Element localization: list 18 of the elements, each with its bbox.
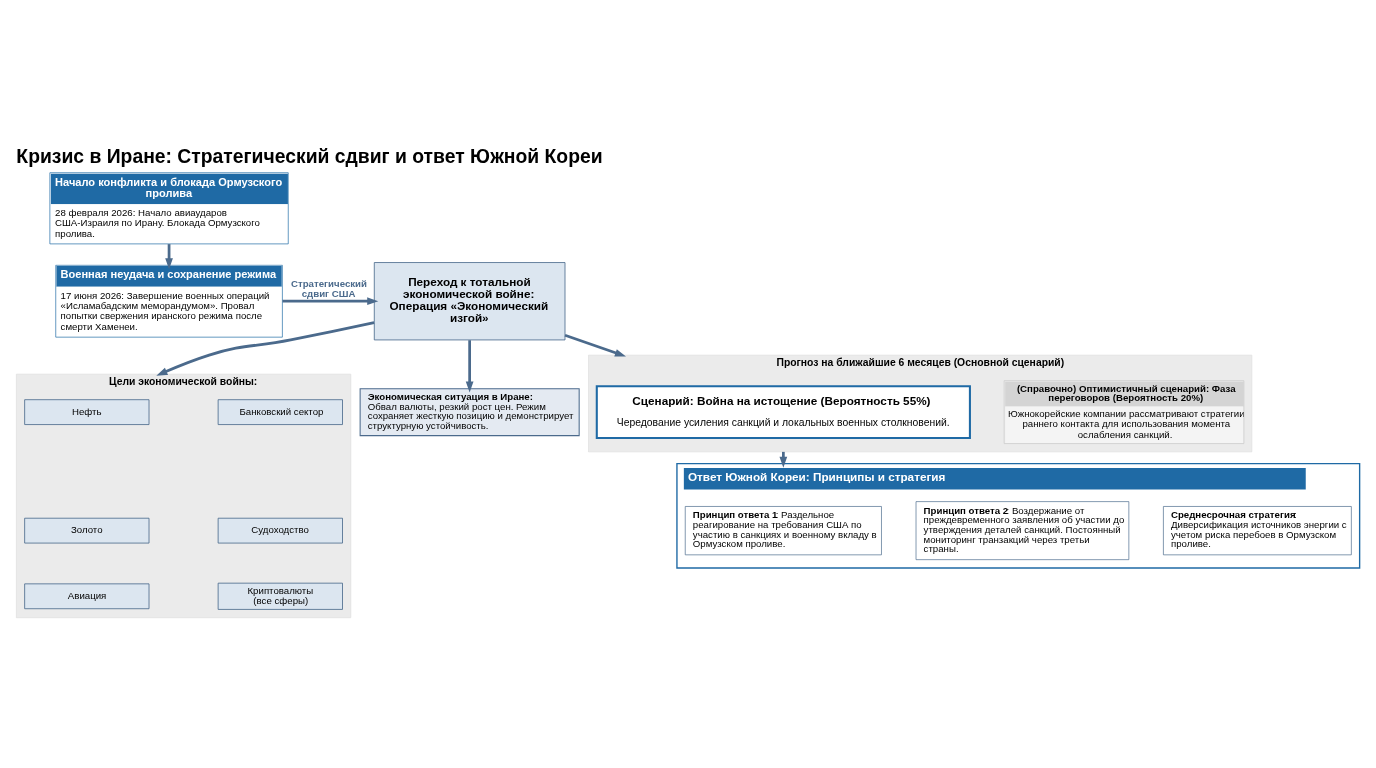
arrow bbox=[465, 339, 474, 392]
arrow bbox=[156, 320, 375, 376]
node-box: Судоходство bbox=[217, 517, 343, 543]
node-box: Принцип ответа 1: Раздельное реагирование на требования США по участию в санкциях и военному вкладу в Ормузском проливе. bbox=[684, 505, 882, 555]
node-box: Золото bbox=[24, 517, 150, 543]
node-box: Переход к тотальной экономической войне: Операция «Экономический изгой» bbox=[373, 261, 566, 340]
edge-label: Стратегический сдвиг США bbox=[291, 277, 367, 299]
node-box: Сценарий: Война на истощение (Вероятность 55%) Чередование усиления санкций и локальных военных столкновений. bbox=[595, 384, 971, 439]
node-box: Среднесрочная стратегия: Диверсификация источников энергии с учетом риска перебоев в Ормузском проливе. bbox=[1163, 505, 1352, 555]
node-box: Авиация bbox=[24, 582, 150, 609]
node-box: Криптовалюты (все сферы) bbox=[217, 582, 343, 610]
arrow bbox=[282, 296, 379, 305]
arrow bbox=[564, 333, 626, 357]
node-box: Экономическая ситуация в Иране: Обвал валюты, резкий рост цен. Режим сохраняет жесткую позицию и демонстрирует структурную устойчивость. bbox=[359, 387, 580, 436]
node-box: Нефть bbox=[24, 398, 150, 425]
node-box: Принцип ответа 2: Воздержание от преждевременного заявления об участии до утверждения деталей санкций. Постоянный мониторинг транзакций через третьи страны. bbox=[915, 500, 1130, 560]
diagram-title: Кризис в Иране: Стратегический сдвиг и ответ Южной Кореи bbox=[16, 144, 603, 167]
node-box: Банковский сектор bbox=[217, 398, 343, 425]
